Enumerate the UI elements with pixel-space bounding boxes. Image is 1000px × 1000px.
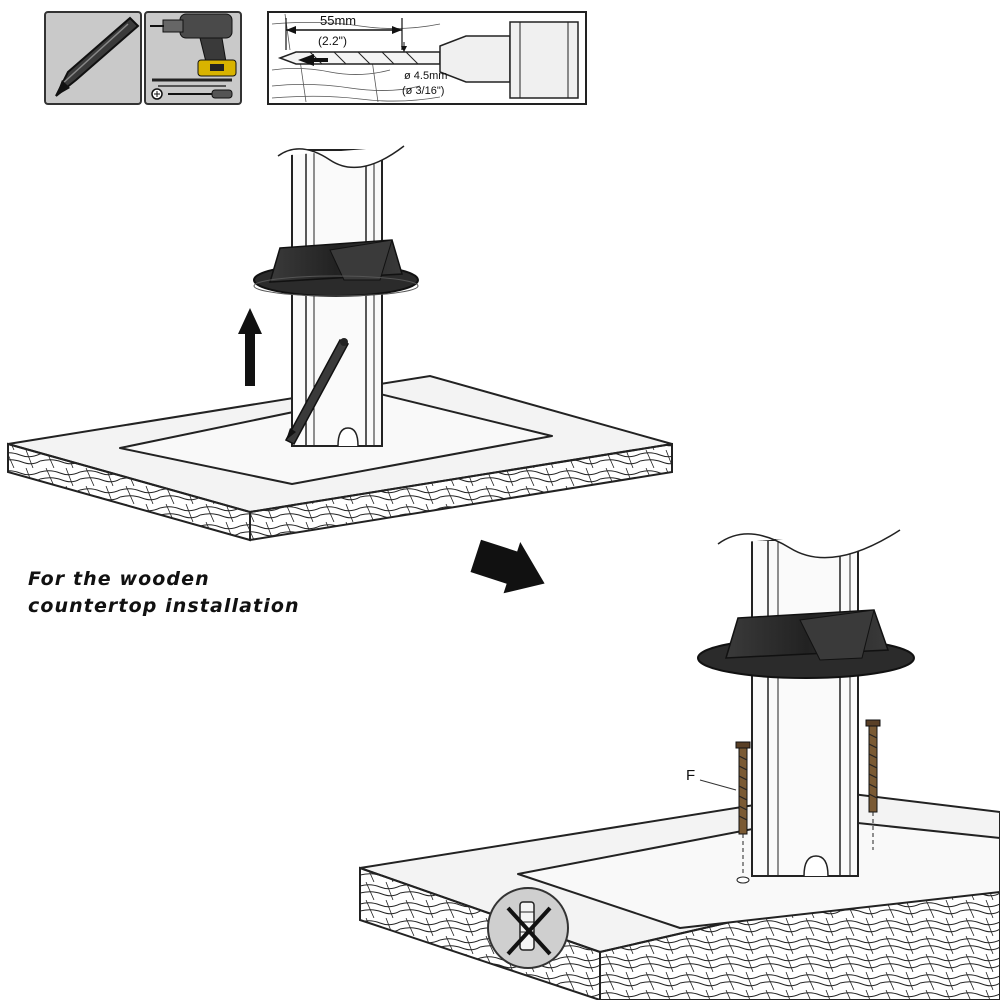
no-wall-anchor-icon (487, 887, 569, 969)
tool-panel-pencil (44, 11, 142, 105)
instruction-line-1: For the wooden (28, 568, 210, 590)
depth-imperial-label: (2.2") (318, 34, 347, 48)
pencil-icon (55, 16, 140, 97)
monitor-pole-2 (717, 529, 901, 877)
screwdriver-icon (151, 88, 233, 100)
next-step-arrow (470, 539, 545, 594)
power-drill-icon (150, 13, 237, 77)
pole-collar-2 (697, 609, 915, 679)
tool-panel-drill (144, 11, 242, 105)
lift-collar-arrow (238, 308, 262, 386)
drill-spec-panel: 55mm (2.2") ø 4.5mm (ø 3/16") (267, 11, 587, 105)
diameter-imperial-label: (ø 3/16") (402, 85, 444, 97)
instruction-line-2: countertop installation (28, 595, 300, 617)
part-callout-f: F (686, 767, 737, 791)
screw-left (735, 741, 751, 884)
instruction-caption: For the wooden countertop installation (28, 566, 448, 620)
screw-right (865, 719, 881, 850)
pole-collar (253, 239, 419, 297)
diameter-metric-label: ø 4.5mm (404, 70, 447, 82)
drill-direction-arrow (298, 54, 328, 66)
monitor-pole (277, 145, 405, 447)
depth-metric-label: 55mm (320, 13, 356, 28)
drill-bit-icon (152, 78, 232, 87)
step-mark-holes (7, 145, 673, 542)
step-fasten-screws: F (359, 529, 1000, 1000)
marking-pencil (284, 338, 350, 445)
part-label-f: F (686, 767, 695, 784)
